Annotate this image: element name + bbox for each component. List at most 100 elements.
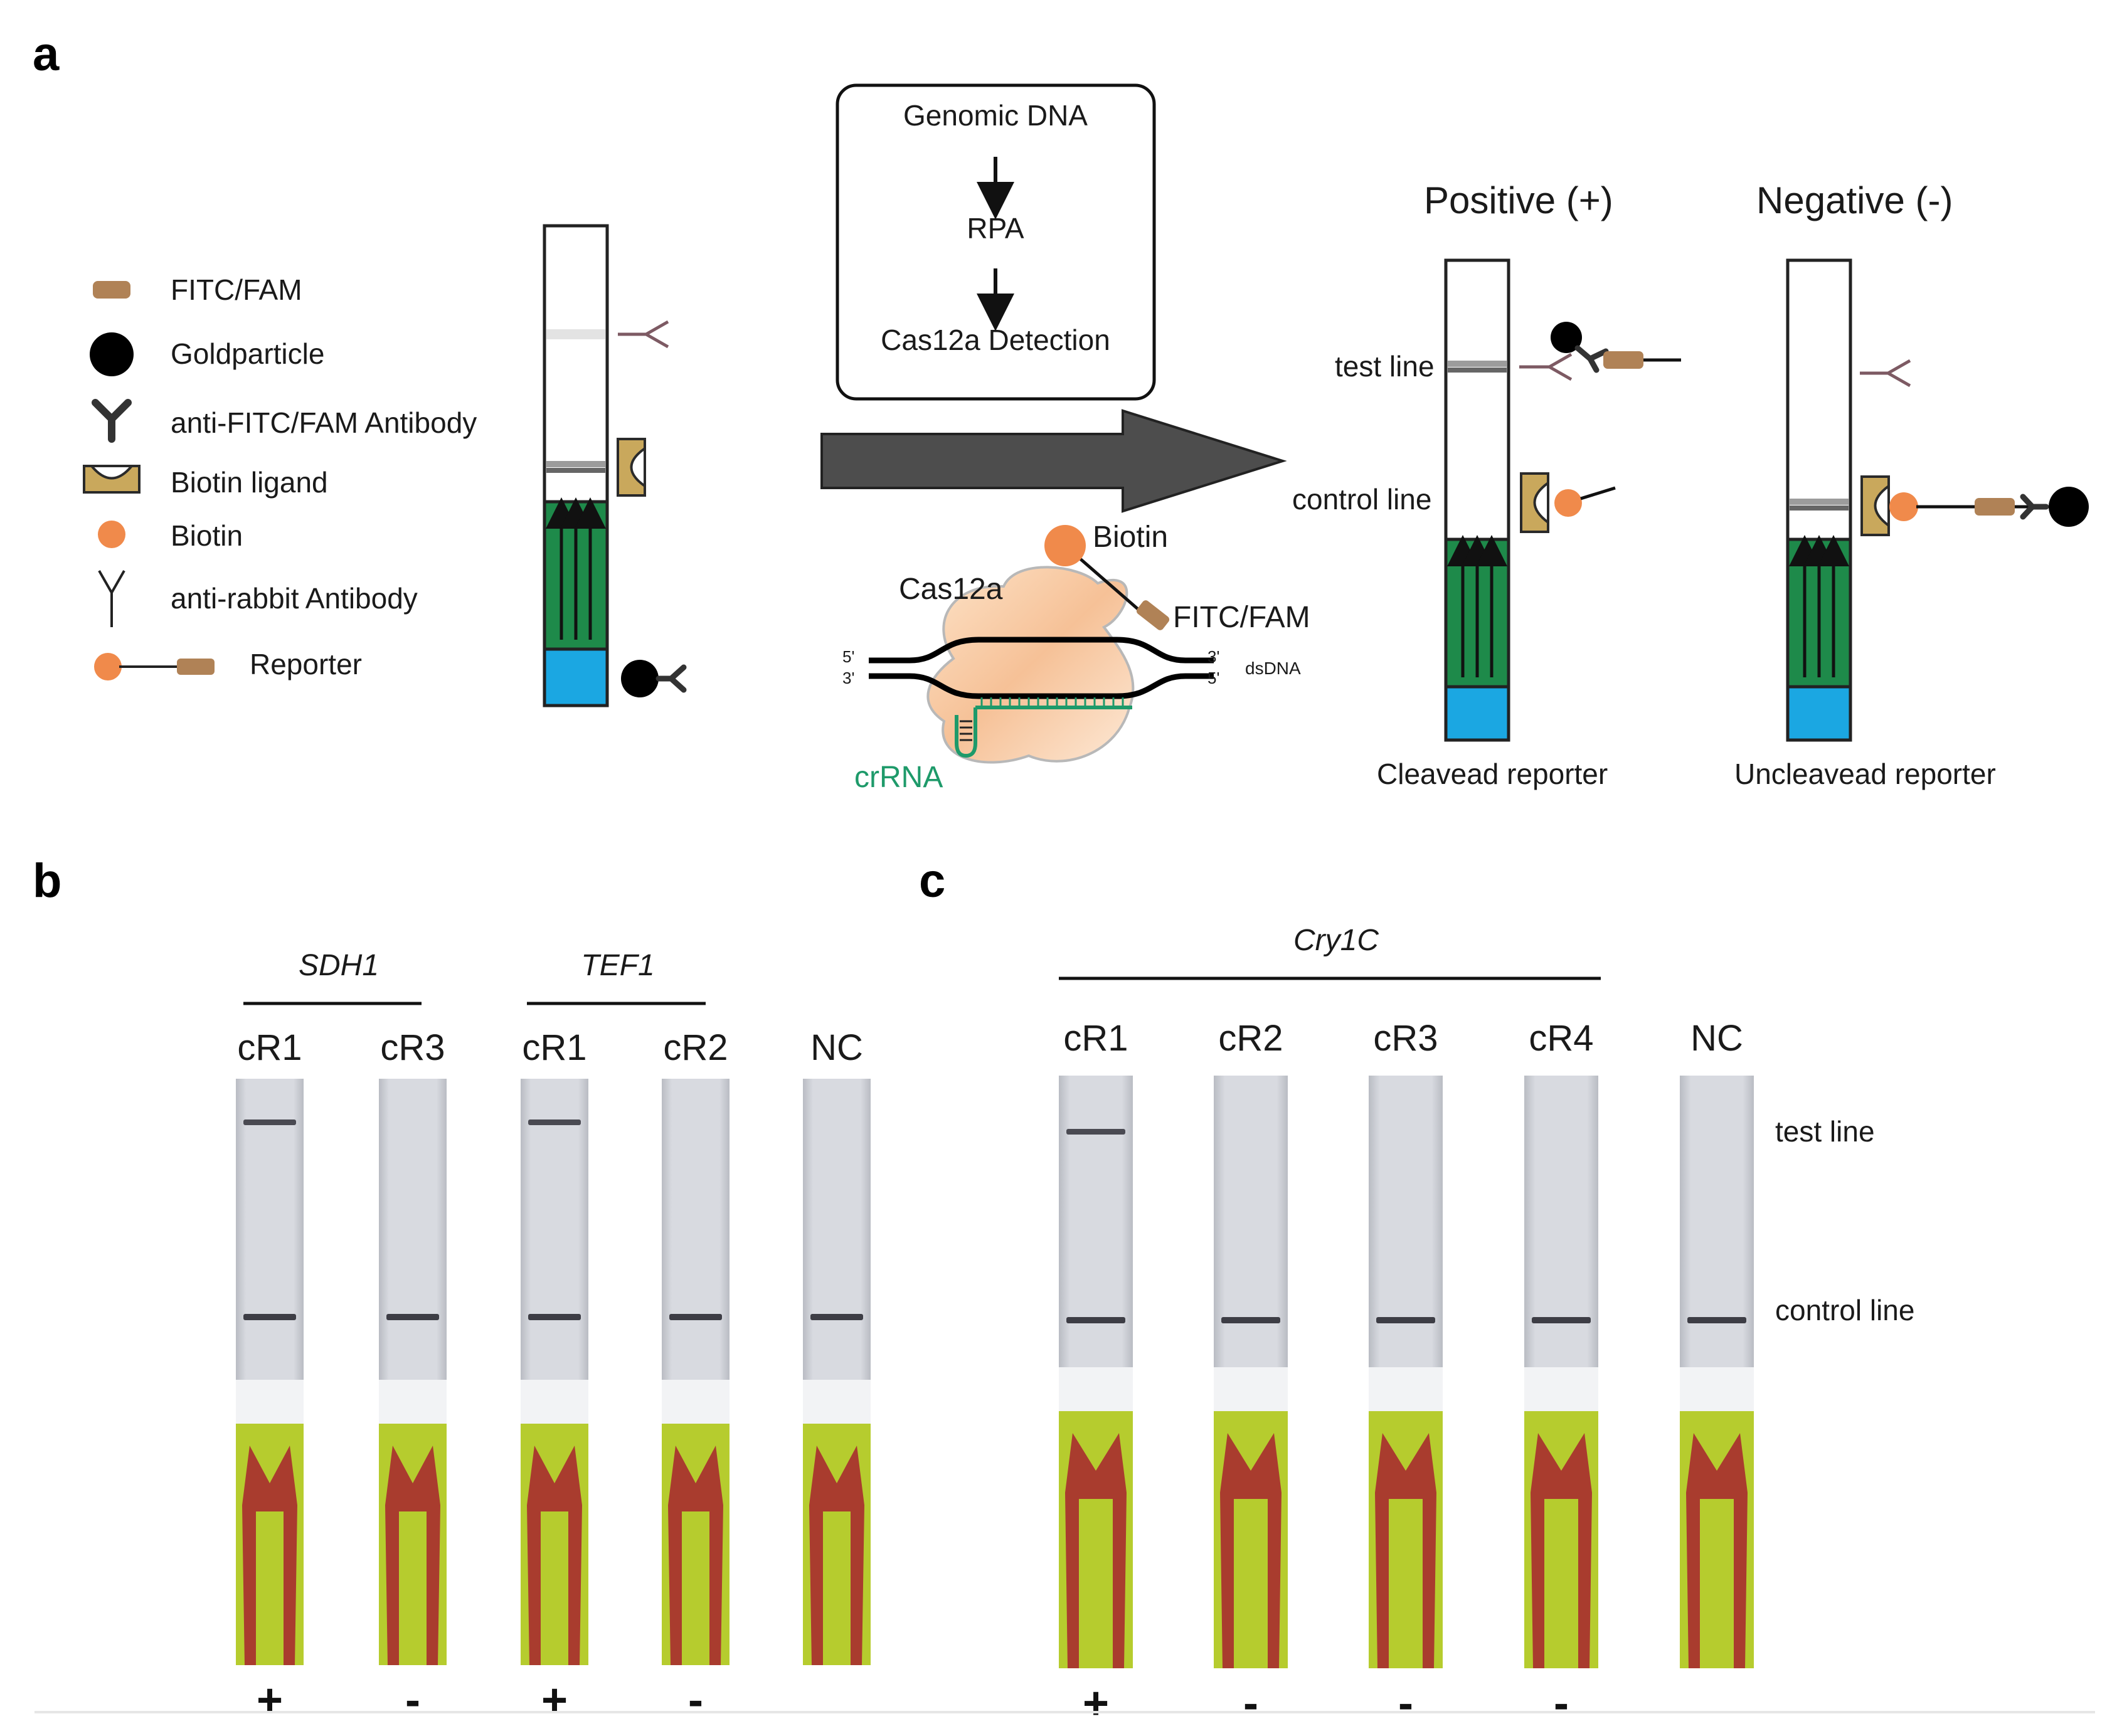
test-line-band (528, 1119, 581, 1125)
workflow-step-cas12a: Cas12a Detection (881, 324, 1110, 356)
legend-label-biotin: Biotin (171, 519, 243, 552)
legend: FITC/FAM Goldparticle anti-FITC/FAM Anti… (83, 273, 477, 680)
arrow-print-icon (1375, 1433, 1436, 1668)
strip-white-zone (1369, 1367, 1443, 1411)
result-sign: + (257, 1675, 283, 1725)
strip-photo: cR2 - (1214, 1018, 1288, 1728)
strip-photo: cR3 - (379, 1027, 447, 1725)
gold-particle-icon (90, 332, 134, 376)
panel-a-letter: a (33, 28, 60, 81)
crrna-pairing-icon (980, 697, 1124, 706)
arrow-print-icon (527, 1446, 582, 1665)
panel-b-letter: b (33, 854, 61, 908)
strip-photos-b: cR1 + cR3 - cR1 + cR2- NC (236, 1027, 871, 1725)
anti-fitc-fam-antibody-icon (92, 399, 132, 443)
dna-end-label: 5' (1207, 669, 1219, 687)
group-label-tef1: TEF1 (581, 949, 654, 982)
lane-label: cR2 (1218, 1018, 1283, 1059)
control-line-band (1532, 1317, 1591, 1323)
result-sign: + (1083, 1678, 1109, 1728)
arrow-print-icon (809, 1446, 864, 1665)
anti-rabbit-antibody-icon (1860, 359, 1911, 388)
strip-white-zone (379, 1380, 447, 1424)
captured-gold-conjugate-icon (1551, 322, 1681, 373)
negative-title: Negative (-) (1756, 179, 1953, 221)
crrna-label: crRNA (854, 761, 943, 794)
anti-rabbit-antibody-icon (1519, 352, 1573, 381)
legend-label-fitc: FITC/FAM (171, 273, 302, 306)
strip-photo: NC (803, 1027, 871, 1665)
control-line-label: control line (1292, 483, 1431, 516)
dna-end-label: 3' (842, 669, 854, 687)
control-line-band (386, 1314, 439, 1320)
positive-caption: Cleavead reporter (1377, 758, 1608, 790)
lane-label: NC (1690, 1018, 1743, 1059)
gold-antibody-conjugate-icon (621, 660, 687, 697)
result-sign: - (1243, 1678, 1258, 1728)
lane-label: cR1 (1063, 1018, 1128, 1059)
arrow-print-icon (385, 1446, 440, 1665)
anti-rabbit-antibody-icon (618, 320, 669, 349)
arrow-print-icon (242, 1446, 297, 1665)
dsdna-icon (869, 637, 1214, 699)
strip-white-zone (1059, 1367, 1133, 1411)
lane-label: NC (810, 1027, 863, 1068)
dsdna-label: dsDNA (1245, 659, 1301, 678)
strip-white-zone (236, 1380, 304, 1424)
dna-end-label: 3' (1207, 647, 1219, 666)
strip-photos-c: cR1+cR2-cR3-cR4-NC (1059, 1018, 1754, 1728)
strip-photo: NC (1680, 1018, 1754, 1668)
strip-white-zone (521, 1380, 588, 1424)
control-line-band (1376, 1317, 1435, 1323)
lane-label: cR1 (237, 1027, 302, 1068)
crrna-icon (955, 706, 1132, 758)
strip-white-zone (1524, 1367, 1598, 1411)
panel-c-letter: c (919, 854, 945, 908)
anti-rabbit-antibody-icon (98, 570, 125, 627)
biotin-icon (1044, 525, 1086, 566)
result-sign: - (1554, 1678, 1569, 1728)
biotin-ligand-icon (1520, 472, 1549, 533)
control-line-band (810, 1314, 863, 1320)
strip-photo: cR1 + (521, 1027, 588, 1725)
biotin-ligand-icon (1860, 475, 1890, 536)
result-sign: - (405, 1675, 420, 1725)
fitc-fam-tag-icon (93, 281, 130, 299)
group-label-cry1c: Cry1C (1293, 924, 1379, 957)
positive-title: Positive (+) (1424, 179, 1613, 221)
dna-end-label: 5' (842, 647, 854, 666)
biotin-ligand-icon (617, 438, 646, 497)
lane-label: cR3 (380, 1027, 445, 1068)
photo-test-line-label: test line (1775, 1115, 1875, 1148)
arrow-print-icon (668, 1446, 723, 1665)
strip-white-zone (662, 1380, 730, 1424)
control-line-band (1687, 1317, 1746, 1323)
uncleaved-reporter-complex-icon (1889, 487, 2089, 527)
cas12a-biotin-label: Biotin (1093, 521, 1168, 554)
arrow-print-icon (1686, 1433, 1748, 1668)
test-line-label: test line (1335, 350, 1435, 383)
control-line-band (528, 1314, 581, 1320)
strip-photo: cR1 + (1059, 1018, 1133, 1728)
control-line-band (1066, 1317, 1125, 1323)
lane-label: cR1 (522, 1027, 586, 1068)
legend-label-anti-fitc: anti-FITC/FAM Antibody (171, 406, 477, 439)
test-line-band (243, 1119, 296, 1125)
result-sign: + (541, 1675, 568, 1725)
result-sign: - (1398, 1678, 1413, 1728)
arrow-print-icon (1531, 1433, 1592, 1668)
test-line-band (1066, 1129, 1125, 1135)
result-sign: - (688, 1675, 703, 1725)
strip-photo: cR2- (662, 1027, 730, 1725)
cas12a-complex: Biotin Cas12a FITC/FAM crRNA dsDNA 5' 3'… (842, 521, 1310, 794)
fitc-fam-tag-icon (1136, 600, 1170, 630)
workflow-step-genomic-dna: Genomic DNA (903, 99, 1088, 132)
legend-label-anti-rabbit: anti-rabbit Antibody (171, 582, 418, 615)
cas12a-protein-label: Cas12a (899, 573, 1003, 606)
arrow-print-icon (1065, 1433, 1127, 1668)
cleaved-biotin-icon (1554, 486, 1616, 517)
reporter-icon (94, 653, 215, 680)
negative-caption: Uncleavead reporter (1734, 758, 1996, 790)
schematic-strip-positive (1444, 258, 1510, 742)
